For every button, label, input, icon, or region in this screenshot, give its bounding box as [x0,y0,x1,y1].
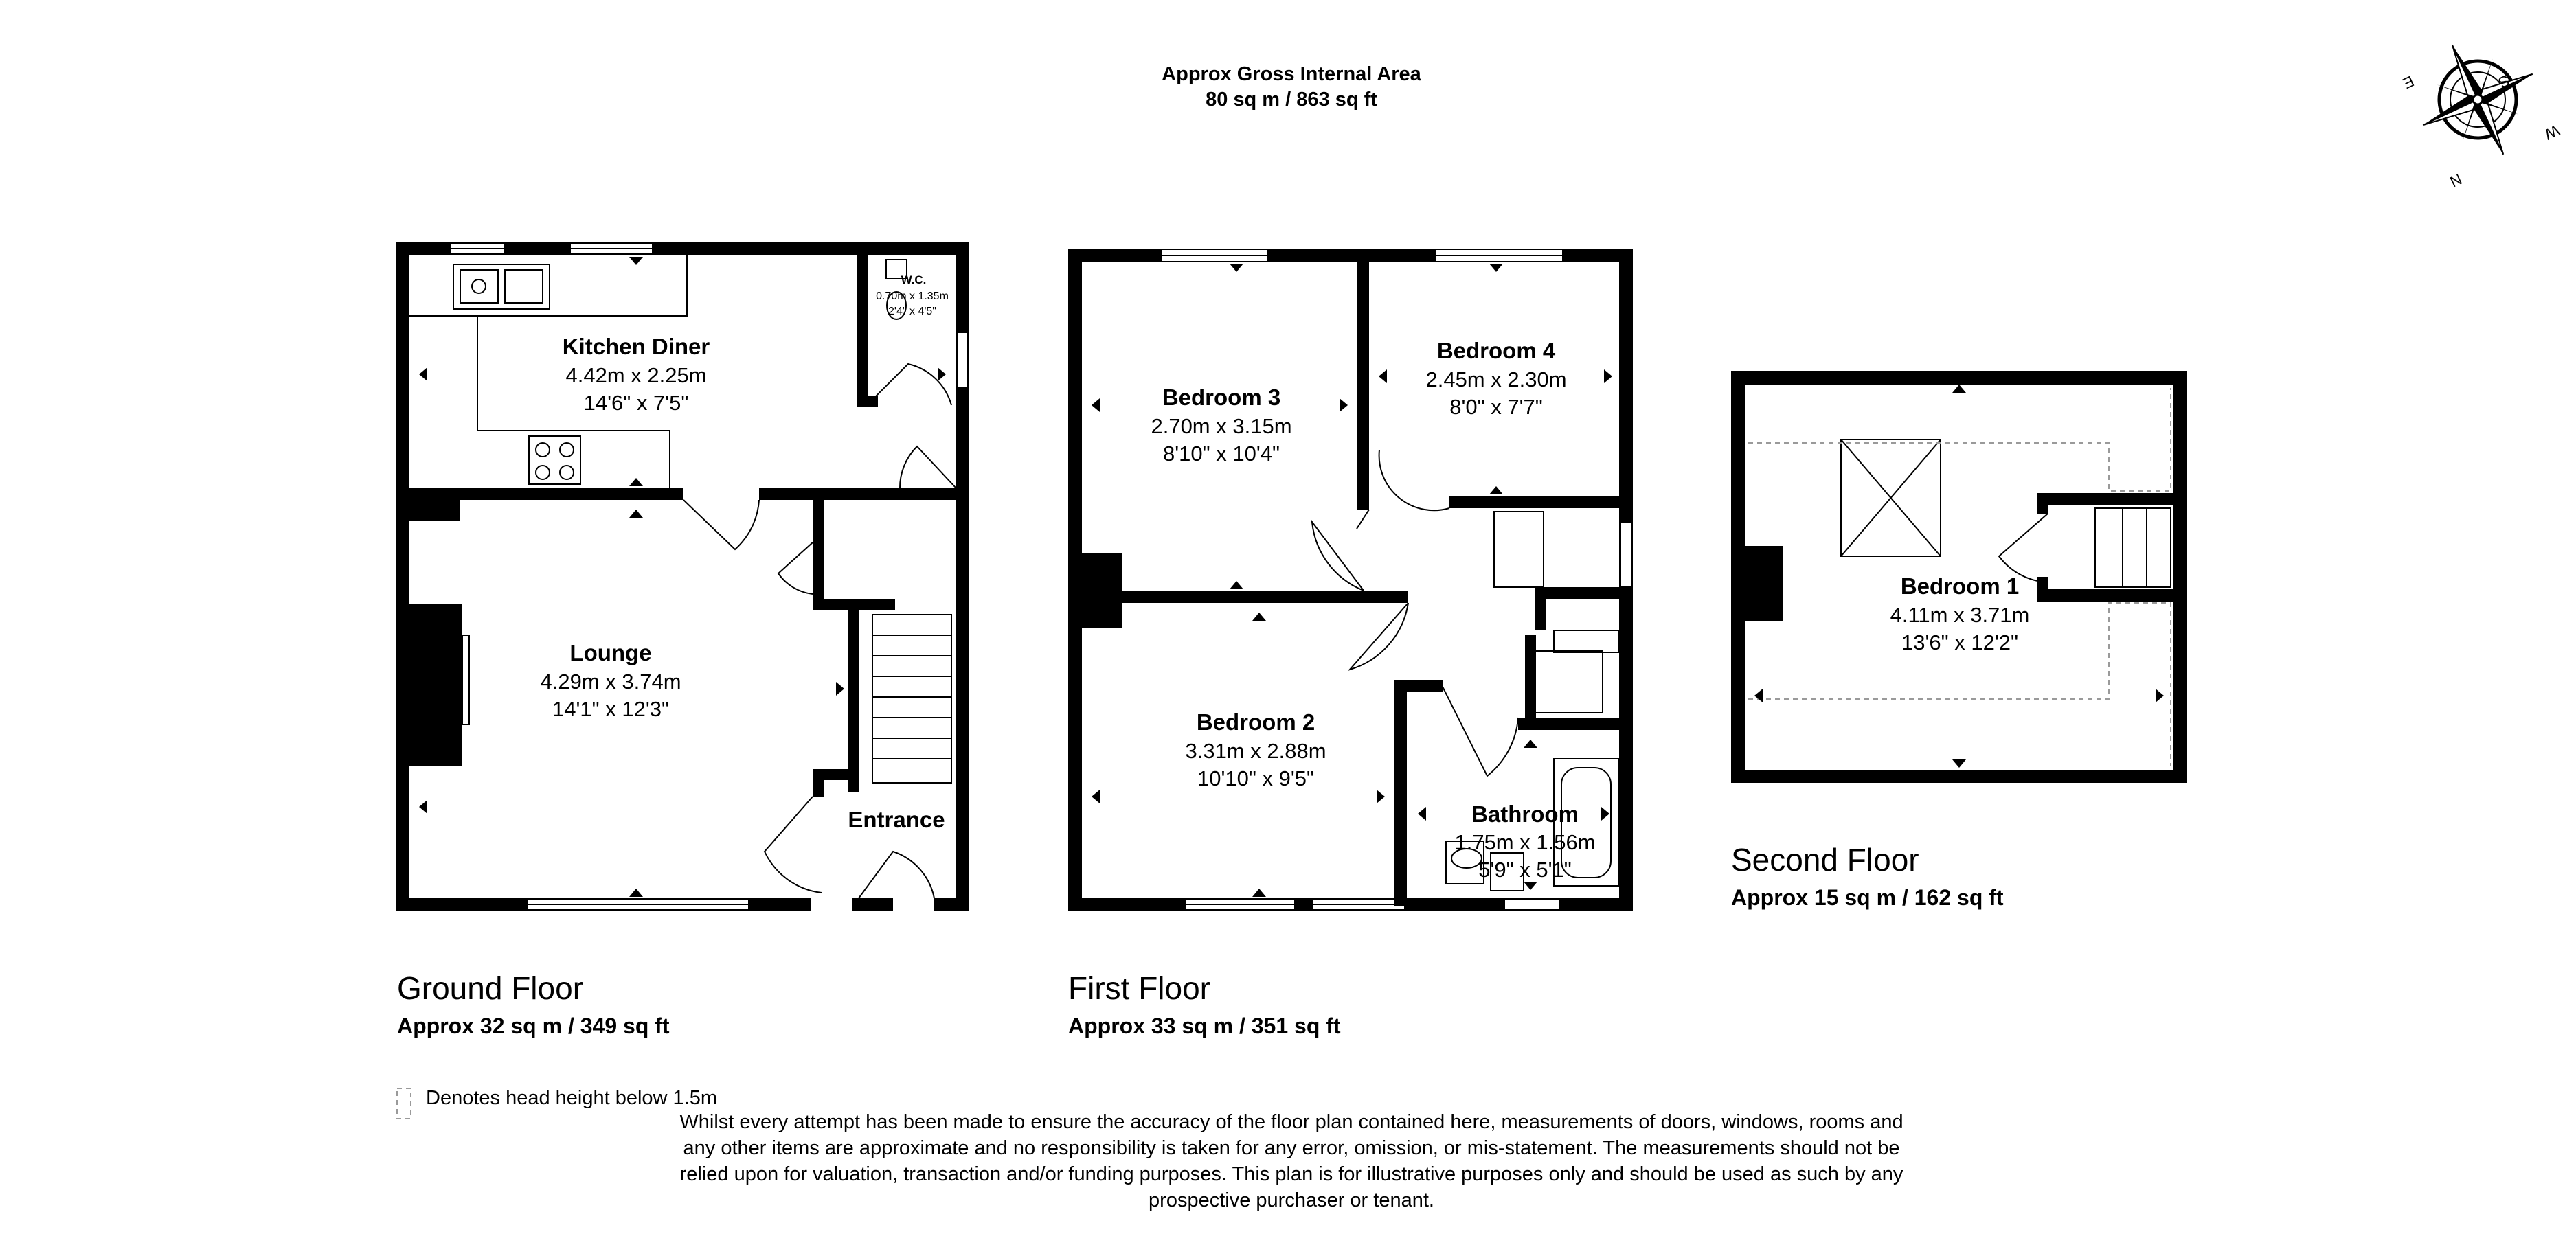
head-height-legend: Denotes head height below 1.5m [396,1087,717,1119]
bedroom-4-imperial: 8'0" x 7'7" [1449,395,1543,419]
ground-floor-plan: Kitchen Diner 4.42m x 2.25m 14'6" x 7'5"… [396,242,969,911]
bedroom-3-metric: 2.70m x 3.15m [1151,414,1291,438]
kitchen-diner-metric: 4.42m x 2.25m [565,363,706,387]
bedroom-4-metric: 2.45m x 2.30m [1425,367,1566,391]
bedroom-2-imperial: 10'10" x 9'5" [1197,766,1314,790]
first-floor-title: First Floor [1068,970,1210,1006]
bathroom-imperial: 5'9" x 5'1" [1478,858,1572,882]
ground-floor-title: Ground Floor [397,970,583,1006]
kitchen-diner-name: Kitchen Diner [563,334,710,359]
lounge-name: Lounge [569,640,651,665]
dashed-area-icon [396,1088,411,1119]
second-floor-title: Second Floor [1731,842,1919,878]
gross-area-header: Approx Gross Internal Area 80 sq m / 863… [1162,63,1422,111]
bedroom-2-metric: 3.31m x 2.88m [1185,739,1326,763]
gross-area-value: 80 sq m / 863 sq ft [1206,89,1377,111]
first-floor-plan: Bedroom 3 2.70m x 3.15m 8'10" x 10'4" Be… [1068,249,1633,911]
gross-area-title: Approx Gross Internal Area [1162,63,1422,85]
first-floor-area: Approx 33 sq m / 351 sq ft [1068,1014,1341,1038]
entrance-name: Entrance [848,807,945,832]
second-floor-plan: Bedroom 1 4.11m x 3.71m 13'6" x 12'2" [1731,371,2187,783]
bedroom-4-name: Bedroom 4 [1437,338,1556,363]
wc-metric: 0.70m x 1.35m [876,290,949,302]
compass-west-label: W [2542,122,2562,144]
compass-north-label: N [2448,170,2465,190]
bedroom-1-name: Bedroom 1 [1901,573,2019,599]
bedroom-3-name: Bedroom 3 [1162,385,1280,410]
legend-text: Denotes head height below 1.5m [426,1087,717,1109]
bathroom-name: Bathroom [1471,801,1579,827]
disclaimer-line: prospective purchaser or tenant. [1149,1189,1434,1211]
bedroom-1-imperial: 13'6" x 12'2" [1901,630,2018,654]
wc-imperial: 2'4" x 4'5" [888,306,936,317]
bedroom-3-imperial: 8'10" x 10'4" [1163,442,1280,466]
disclaimer-line: any other items are approximate and no r… [683,1137,1900,1159]
disclaimer-line: relied upon for valuation, transaction a… [680,1163,1903,1185]
ground-floor-area: Approx 32 sq m / 349 sq ft [397,1014,670,1038]
compass-rose-icon [2422,44,2533,155]
bedroom-2-name: Bedroom 2 [1197,709,1315,735]
bedroom-1-metric: 4.11m x 3.71m [1890,603,2030,627]
compass-east-label: E [2400,72,2417,92]
disclaimer: Whilst every attempt has been made to en… [679,1111,1903,1211]
disclaimer-line: Whilst every attempt has been made to en… [679,1111,1903,1133]
kitchen-diner-imperial: 14'6" x 7'5" [584,391,689,415]
second-floor-area: Approx 15 sq m / 162 sq ft [1731,885,2004,910]
lounge-imperial: 14'1" x 12'3" [552,697,669,721]
bathroom-metric: 1.75m x 1.56m [1454,830,1595,854]
lounge-metric: 4.29m x 3.74m [540,670,681,694]
wc-name: W.C. [901,273,927,286]
